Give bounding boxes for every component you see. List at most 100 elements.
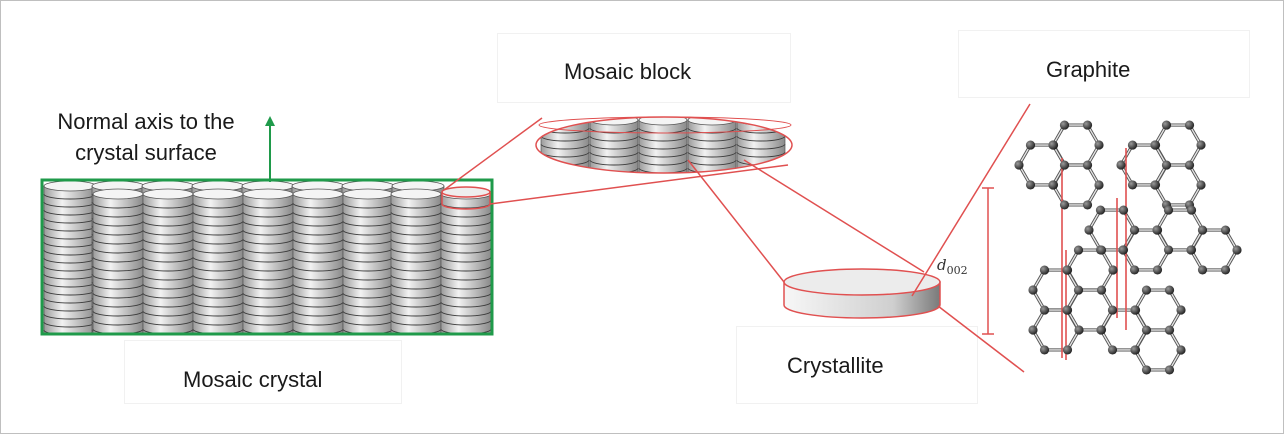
carbon-atom bbox=[1197, 225, 1208, 235]
graphite-label: Graphite bbox=[1046, 57, 1131, 82]
carbon-atom bbox=[1220, 265, 1231, 275]
carbon-atom bbox=[1186, 245, 1196, 255]
normal-axis-arrow bbox=[265, 116, 275, 182]
carbon-atom bbox=[1118, 245, 1128, 255]
connector-line bbox=[937, 305, 1025, 373]
carbon-atom bbox=[1164, 325, 1175, 335]
carbon-atom bbox=[1096, 245, 1107, 255]
connector-line bbox=[489, 164, 789, 205]
carbon-atom bbox=[1039, 345, 1050, 355]
disc-stack bbox=[638, 117, 688, 173]
carbon-atom bbox=[1059, 120, 1070, 130]
carbon-atom bbox=[1150, 180, 1160, 190]
normal-axis-label: Normal axis to the crystal surface bbox=[57, 109, 235, 165]
disc-stack bbox=[43, 180, 97, 334]
carbon-atom bbox=[1039, 265, 1050, 275]
carbon-atom bbox=[1141, 325, 1152, 335]
mosaic-crystal-outline bbox=[40, 178, 494, 336]
carbon-atom bbox=[1196, 140, 1206, 150]
carbon-atom bbox=[1073, 245, 1084, 255]
d-subscript: 002 bbox=[946, 264, 968, 277]
mosaic-block-label-box bbox=[497, 33, 791, 103]
carbon-atom bbox=[1176, 305, 1186, 315]
carbon-atom bbox=[1059, 160, 1070, 170]
carbon-atom bbox=[1150, 140, 1160, 150]
carbon-atom bbox=[1220, 225, 1231, 235]
carbon-atom bbox=[1062, 305, 1072, 315]
mosaic-crystal-label: Mosaic crystal bbox=[183, 367, 323, 392]
crystallite-disc bbox=[783, 268, 941, 319]
selected-disc-highlight bbox=[441, 186, 491, 210]
d002-spacing-bracket bbox=[982, 187, 994, 335]
d002-label: d002 bbox=[937, 256, 968, 277]
connector-line bbox=[443, 117, 543, 191]
carbon-atom bbox=[1129, 265, 1140, 275]
carbon-atom bbox=[1107, 305, 1118, 315]
carbon-atom bbox=[1028, 285, 1038, 295]
carbon-atom bbox=[1116, 160, 1126, 170]
carbon-atom bbox=[1073, 285, 1084, 295]
disc-stack bbox=[540, 117, 590, 173]
carbon-atom bbox=[1048, 180, 1058, 190]
carbon-atom bbox=[1232, 245, 1242, 255]
disc-stack bbox=[242, 188, 294, 334]
carbon-atom bbox=[1039, 305, 1050, 315]
carbon-atom bbox=[1141, 285, 1152, 295]
disc-stack bbox=[342, 188, 394, 334]
carbon-atom bbox=[1062, 265, 1072, 275]
mosaic-crystal-label-box bbox=[124, 340, 402, 404]
carbon-atom bbox=[1082, 200, 1093, 210]
carbon-atom bbox=[1129, 225, 1140, 235]
carbon-atom bbox=[1152, 225, 1162, 235]
carbon-atom bbox=[1059, 200, 1070, 210]
connector-line bbox=[687, 159, 785, 283]
carbon-atom bbox=[1025, 180, 1036, 190]
carbon-atom bbox=[1062, 345, 1073, 355]
connector-line bbox=[743, 159, 925, 273]
connector-line bbox=[911, 103, 1031, 297]
carbon-atom bbox=[1074, 325, 1084, 335]
carbon-atom bbox=[1025, 140, 1036, 150]
carbon-atom bbox=[1161, 120, 1172, 130]
carbon-atom bbox=[1095, 205, 1106, 215]
disc-stack bbox=[292, 188, 344, 334]
carbon-atom bbox=[1130, 305, 1140, 315]
carbon-atom bbox=[1163, 245, 1174, 255]
carbon-atom bbox=[1186, 205, 1197, 215]
carbon-atom bbox=[1163, 205, 1174, 215]
disc-stack bbox=[92, 188, 144, 334]
carbon-atom bbox=[1118, 205, 1129, 215]
carbon-atom bbox=[1096, 285, 1107, 295]
carbon-atom bbox=[1127, 180, 1138, 190]
carbon-atom bbox=[1176, 345, 1186, 355]
carbon-atom bbox=[1184, 120, 1195, 130]
crystallite-label-box bbox=[736, 326, 978, 404]
carbon-atom bbox=[1196, 180, 1206, 190]
carbon-atom bbox=[1152, 265, 1163, 275]
carbon-atom bbox=[1014, 160, 1024, 170]
disc-stack bbox=[192, 188, 244, 334]
disc-stack bbox=[390, 188, 442, 334]
carbon-atom bbox=[1108, 265, 1118, 275]
graphite-lattice bbox=[1014, 120, 1242, 375]
carbon-atom bbox=[1164, 285, 1175, 295]
carbon-atom bbox=[1184, 160, 1195, 170]
carbon-atom bbox=[1161, 160, 1172, 170]
carbon-atom bbox=[1130, 345, 1140, 355]
disc-stack bbox=[142, 188, 194, 334]
carbon-atom bbox=[1164, 365, 1175, 375]
d-symbol: d bbox=[937, 256, 947, 274]
carbon-atom bbox=[1082, 160, 1093, 170]
mosaic-crystal-stacks bbox=[43, 180, 492, 334]
carbon-atom bbox=[1048, 140, 1058, 150]
carbon-atom bbox=[1197, 265, 1208, 275]
carbon-atom bbox=[1094, 140, 1104, 150]
mosaic-block-label: Mosaic block bbox=[564, 59, 692, 84]
carbon-atom bbox=[1028, 325, 1038, 335]
crystallite-label: Crystallite bbox=[787, 353, 884, 378]
disc-stack bbox=[440, 188, 492, 334]
carbon-atom bbox=[1141, 365, 1152, 375]
carbon-atom bbox=[1084, 225, 1094, 235]
carbon-atom bbox=[1094, 180, 1104, 190]
